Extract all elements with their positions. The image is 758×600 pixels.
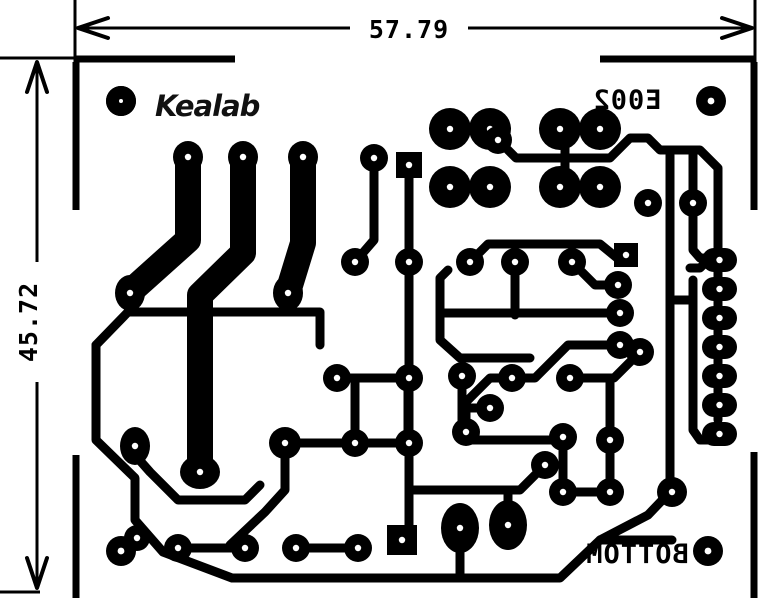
trace-left-upper-edge <box>91 307 325 350</box>
hole-group-bottom-oval <box>456 521 512 532</box>
pad-column-right-drills <box>716 256 723 438</box>
hole-group-round <box>174 136 697 552</box>
top-dimension-label: 57.79 <box>369 15 449 44</box>
brand-logo-text: Kealab <box>155 89 260 123</box>
hole-group-large-round <box>446 125 604 191</box>
trace-b6 <box>404 460 550 495</box>
left-dimension-label: 45.72 <box>14 282 43 362</box>
trace-b3 <box>225 438 290 550</box>
board-code-text: E002 <box>592 85 661 116</box>
brand-logo-dot <box>106 86 136 116</box>
trace-mr-top <box>465 239 627 267</box>
trace-b4 <box>130 450 265 505</box>
top-dimension: 57.79 <box>76 15 754 44</box>
power-trace-1 <box>117 144 201 305</box>
trace-u1 <box>350 153 379 267</box>
hole-group-left-small <box>133 439 289 542</box>
trace-ground-bottom <box>91 340 677 583</box>
left-dimension: 45.72 <box>14 60 49 590</box>
layer-label-text: BOTTOM <box>585 539 689 570</box>
hole-group-square <box>398 161 630 544</box>
pads-layer <box>106 86 737 566</box>
power-trace-2 <box>187 144 256 483</box>
pad-group-bottom-oval <box>441 500 527 553</box>
hole-group-power-oval <box>126 153 307 476</box>
board-outline <box>72 55 758 598</box>
trace-tr2 <box>435 265 535 363</box>
power-trace-3 <box>275 144 316 305</box>
silkscreen-layer: Kealab E002 BOTTOM <box>155 85 689 570</box>
